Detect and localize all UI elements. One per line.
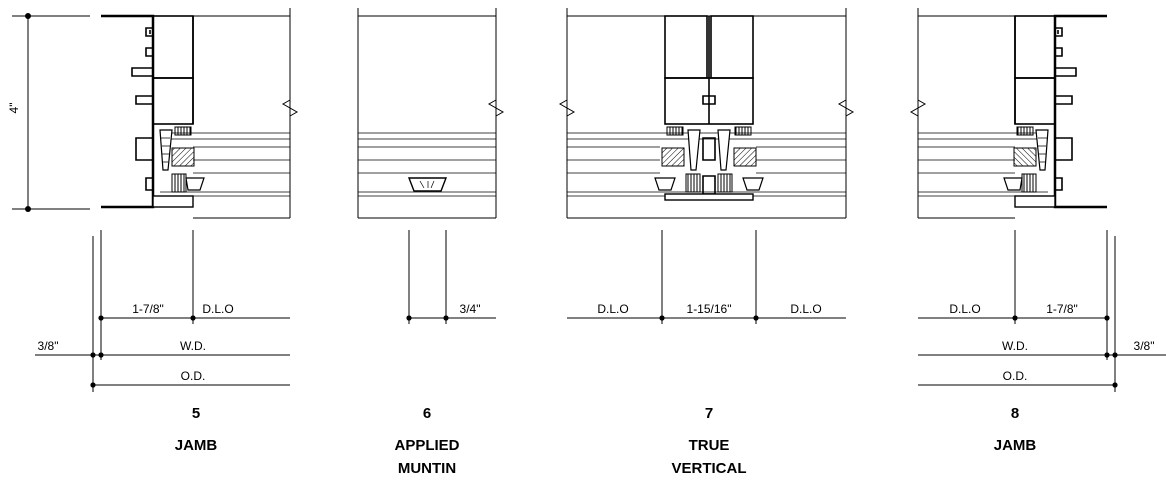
detail-7-title-line-1: TRUE bbox=[689, 437, 730, 454]
detail-8-sightline-dim: 1-7/8" bbox=[1046, 302, 1078, 316]
detail-5-dlo-dim: D.L.O bbox=[202, 302, 233, 316]
detail-5-caption: 5 JAMB bbox=[175, 405, 218, 454]
detail-8-jamb-section bbox=[909, 8, 1107, 219]
detail-6-dimensions: 3/4" bbox=[406, 230, 496, 324]
height-dot-top bbox=[25, 13, 31, 19]
detail-6-title-line-2: MUNTIN bbox=[398, 460, 456, 477]
detail-6-number: 6 bbox=[423, 405, 431, 422]
detail-8-offset-dim: 3/8" bbox=[1134, 339, 1155, 353]
detail-5-jamb-section bbox=[101, 8, 299, 219]
detail-5-sightline-dim: 1-7/8" bbox=[132, 302, 164, 316]
detail-8-caption: 8 JAMB bbox=[994, 405, 1037, 454]
detail-8-wd-dim: W.D. bbox=[1002, 339, 1028, 353]
detail-6-caption: 6 APPLIED MUNTIN bbox=[394, 405, 459, 477]
detail-8-title: JAMB bbox=[994, 437, 1037, 454]
detail-5-od-dim: O.D. bbox=[181, 369, 206, 383]
detail-7-center-dim: 1-15/16" bbox=[687, 302, 732, 316]
detail-7-dlo-left-dim: D.L.O bbox=[597, 302, 628, 316]
detail-7-vertical-section bbox=[558, 8, 855, 219]
detail-7-title-line-2: VERTICAL bbox=[672, 460, 747, 477]
detail-6-width-dim: 3/4" bbox=[460, 302, 481, 316]
detail-8-od-dim: O.D. bbox=[1003, 369, 1028, 383]
detail-5-wd-dim: W.D. bbox=[180, 339, 206, 353]
detail-6-title-line-1: APPLIED bbox=[394, 437, 459, 454]
detail-5-number: 5 bbox=[192, 405, 200, 422]
detail-8-number: 8 bbox=[1011, 405, 1019, 422]
detail-5-offset-dim: 3/8" bbox=[38, 339, 59, 353]
detail-5-dimensions: 1-7/8" D.L.O 3/8" W.D. O.D. bbox=[35, 230, 290, 392]
detail-7-caption: 7 TRUE VERTICAL bbox=[672, 405, 747, 477]
detail-6-muntin-section bbox=[357, 8, 505, 219]
applied-muntin-profile bbox=[407, 177, 448, 192]
detail-7-number: 7 bbox=[705, 405, 713, 422]
height-dimension: 4" bbox=[7, 13, 90, 212]
height-dim-label: 4" bbox=[7, 103, 21, 114]
detail-7-dlo-right-dim: D.L.O bbox=[790, 302, 821, 316]
detail-7-dimensions: D.L.O 1-15/16" D.L.O bbox=[567, 230, 846, 324]
detail-5-title: JAMB bbox=[175, 437, 218, 454]
detail-8-dimensions: D.L.O 1-7/8" 3/8" W.D. O.D. bbox=[918, 230, 1166, 392]
detail-8-dlo-dim: D.L.O bbox=[949, 302, 980, 316]
height-dot-bottom bbox=[25, 206, 31, 212]
